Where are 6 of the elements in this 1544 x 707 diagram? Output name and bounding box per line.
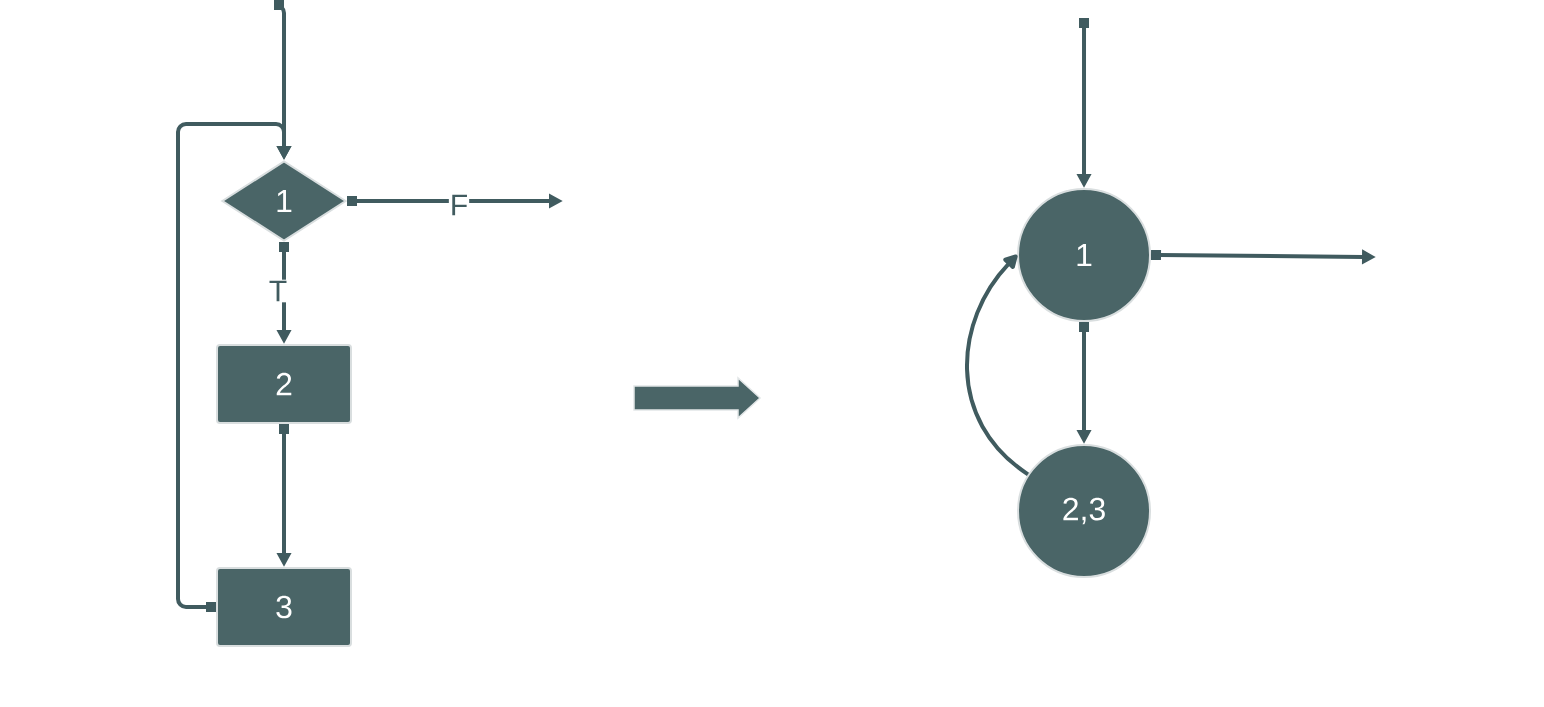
edge-label: T	[267, 279, 289, 303]
arrow	[176, 122, 292, 612]
process-box: 3	[216, 567, 352, 647]
edge-label: F	[448, 193, 470, 217]
process-box: 2	[216, 344, 352, 424]
arrow	[965, 254, 1030, 476]
